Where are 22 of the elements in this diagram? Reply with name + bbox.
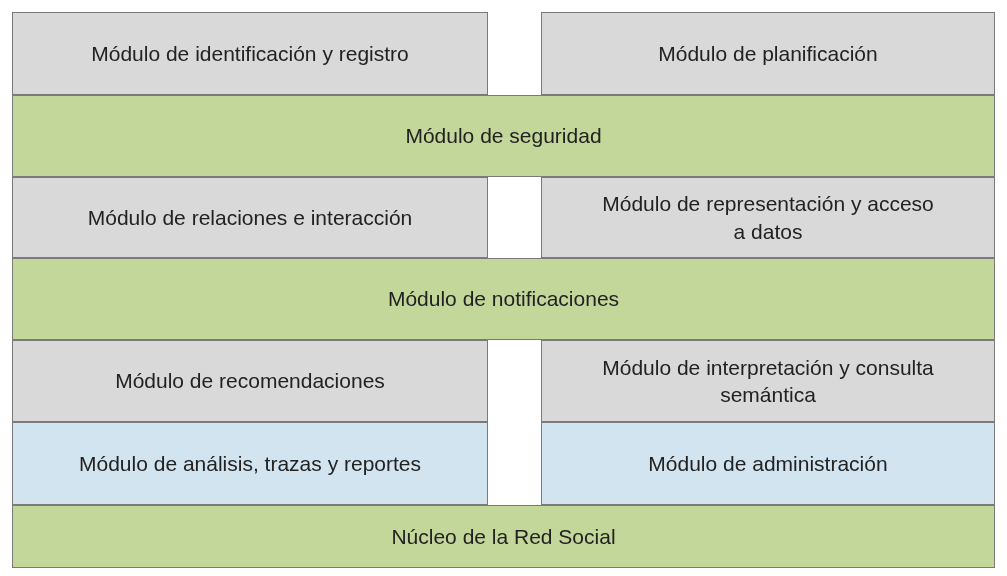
module-name: Módulo de análisis, trazas y reportes xyxy=(79,450,421,477)
module-box xyxy=(12,340,488,422)
module-name: Núcleo de la Red Social xyxy=(391,523,616,550)
module-name: Módulo de recomendaciones xyxy=(115,368,385,395)
module-name: Módulo de identificación y registro xyxy=(91,40,409,67)
module-box xyxy=(12,12,488,95)
module-name: Módulo de planificación xyxy=(658,40,878,67)
module-name: Módulo de administración xyxy=(648,450,888,477)
module-box xyxy=(12,505,995,568)
module-box xyxy=(541,12,995,95)
module-name: Módulo de notificaciones xyxy=(387,286,620,313)
module-box xyxy=(12,177,488,258)
module-name: Módulo de representación y acceso a datos xyxy=(602,191,934,245)
module-name: Módulo de seguridad xyxy=(405,123,602,150)
module-box xyxy=(12,95,995,177)
module-box xyxy=(541,422,995,505)
module-box xyxy=(541,177,995,258)
module-box xyxy=(12,258,995,340)
module-box xyxy=(12,422,488,505)
module-name: Módulo de interpretación y consulta semántica xyxy=(602,354,934,408)
module-name: Módulo de relaciones e interacción xyxy=(87,204,413,231)
module-box xyxy=(541,340,995,422)
